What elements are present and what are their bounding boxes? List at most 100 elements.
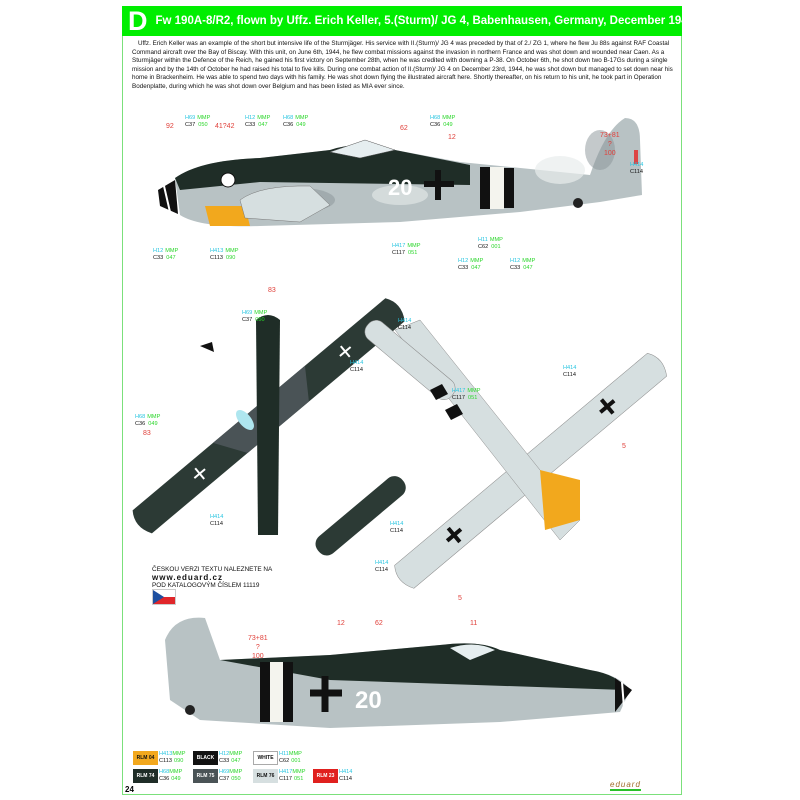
stencil-reference-number: 41?42	[215, 123, 235, 130]
legend-code-n: 051	[293, 776, 304, 782]
mmp-label: MMP	[225, 248, 239, 254]
gunze-code: C114	[210, 521, 223, 527]
legend-code-c: C33	[219, 758, 230, 764]
mmp-code: 001	[491, 244, 501, 250]
profile-letter: D	[128, 5, 148, 36]
profile-header: D Fw 190A-8/R2, flown by Uffz. Erich Kel…	[122, 5, 694, 36]
hataka-code: H12	[245, 115, 256, 121]
legend-code-m: MMP	[169, 769, 183, 775]
stencil-reference-number: 83	[143, 430, 151, 437]
gunze-code: C33	[458, 265, 469, 271]
legend-code-h: H12	[219, 751, 230, 757]
legend-code-c: C113	[159, 758, 172, 764]
hataka-code: H417	[452, 388, 466, 394]
hataka-code: H12	[153, 248, 164, 254]
legend-code-h: H414	[339, 769, 353, 775]
hataka-code: H414	[375, 560, 389, 566]
color-chip: WHITE	[253, 751, 278, 765]
legend-code-h: H413	[159, 751, 173, 757]
mmp-code: 047	[258, 122, 268, 128]
gunze-code: C117	[452, 395, 465, 401]
czech-flag-icon	[152, 589, 176, 605]
gunze-code: C36	[283, 122, 294, 128]
mmp-label: MMP	[165, 248, 179, 254]
hataka-code: H413	[210, 248, 224, 254]
legend-code-m: MMP	[172, 751, 186, 757]
gunze-code: C33	[245, 122, 256, 128]
gunze-code: C113	[210, 255, 223, 261]
gunze-code: C37	[185, 122, 196, 128]
color-chip: RLM 75	[193, 769, 218, 783]
hataka-code: H69	[242, 310, 253, 316]
legend-code-h: H417	[279, 769, 293, 775]
mmp-label: MMP	[407, 243, 421, 249]
gunze-code: C62	[478, 244, 489, 250]
legend-code-n: 090	[173, 758, 184, 764]
stencil-reference-number: 73+81 ? 100	[600, 132, 620, 157]
legend-code-n: 001	[291, 758, 301, 764]
left-side-profile	[158, 118, 642, 227]
lower-tailplane	[364, 320, 456, 400]
hataka-code: H68	[430, 115, 441, 121]
gunze-code: C37	[242, 317, 253, 323]
mmp-code: 047	[471, 265, 481, 271]
mmp-code: 047	[166, 255, 176, 261]
hataka-code: H69	[185, 115, 196, 121]
legend-code-n: 049	[171, 776, 181, 782]
stencil-reference-number: 11	[470, 620, 478, 627]
hataka-code: H11	[478, 237, 488, 243]
stencil-reference-number: 92	[166, 123, 174, 130]
legend-code-h: H69	[219, 769, 230, 775]
mmp-code: 049	[443, 122, 453, 128]
legend-code-m: MMP	[229, 751, 243, 757]
legend-code-m: MMP	[292, 769, 306, 775]
mmp-label: MMP	[147, 414, 161, 420]
page-number: 24	[125, 785, 134, 794]
mmp-label: MMP	[197, 115, 211, 121]
hataka-code: H414	[563, 365, 577, 371]
fuselage-number-bottom: 20	[355, 687, 382, 714]
legend-code-c: C114	[339, 776, 352, 782]
gunze-code: C114	[398, 325, 411, 331]
gunze-code: C117	[392, 250, 405, 256]
gunze-code: C114	[375, 567, 388, 573]
czech-note-url[interactable]: www.eduard.cz	[152, 573, 223, 582]
color-chip: RLM 04	[133, 751, 158, 765]
stencil-reference-number: 12	[337, 620, 345, 627]
gunze-code: C33	[510, 265, 521, 271]
legend-code-h: H68	[159, 769, 170, 775]
mmp-label: MMP	[257, 115, 271, 121]
color-chip: RLM 76	[253, 769, 278, 783]
gunze-code: C114	[563, 372, 576, 378]
right-side-profile	[165, 617, 632, 728]
hataka-code: H12	[510, 258, 521, 264]
legend-code-m: MMP	[288, 751, 302, 757]
upper-tailplane	[315, 476, 406, 556]
czech-note-line1: ČESKOU VERZI TEXTU NALEZNETE NA	[152, 566, 273, 573]
legend-code-c: C36	[159, 776, 170, 782]
hataka-code: H414	[398, 318, 412, 324]
legend-code-h: H11	[279, 751, 289, 757]
legend-code-n: 050	[231, 776, 241, 782]
